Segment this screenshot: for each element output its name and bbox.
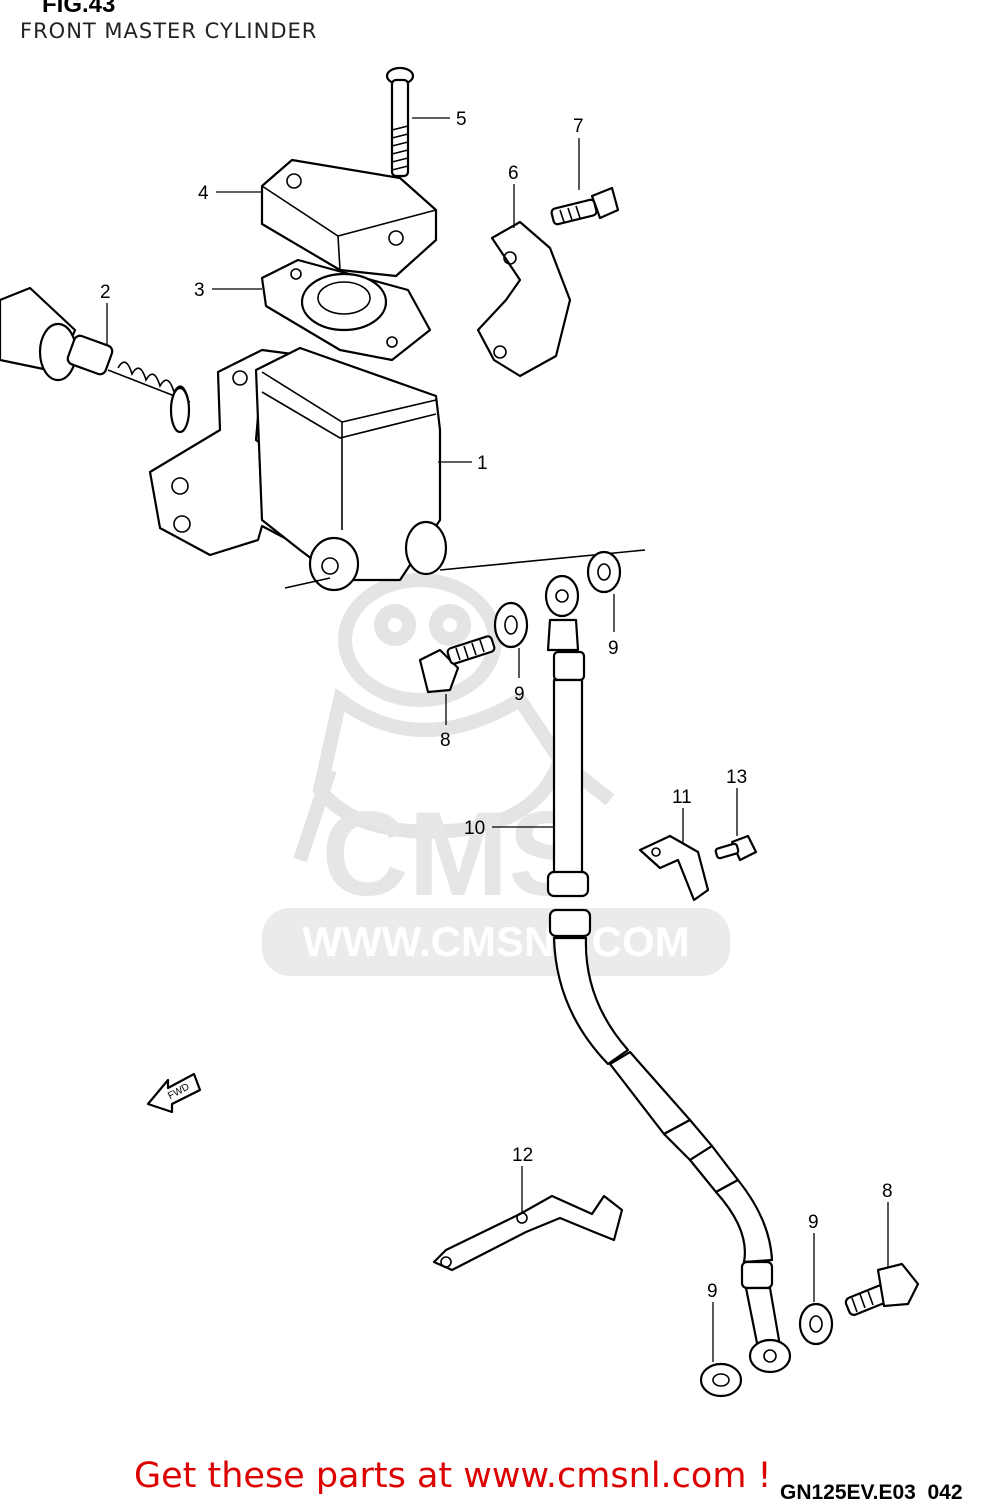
callout-9-lower-b: 9 [808, 1212, 819, 1233]
part-11-clamp [638, 834, 710, 902]
washer-lower-a [699, 1362, 743, 1398]
part-7-bolt [550, 186, 620, 226]
part-13-bolt [714, 834, 758, 862]
watermark-url-banner [262, 908, 730, 976]
callout-9-upper-b: 9 [608, 638, 619, 659]
callout-9-upper-a: 9 [514, 684, 525, 705]
callout-4: 4 [198, 183, 209, 204]
part-8-bolt-upper [418, 635, 496, 694]
forward-arrow-icon: FWD [146, 1072, 202, 1114]
callout-9-lower-a: 9 [707, 1281, 718, 1302]
promo-link[interactable]: Get these parts at www.cmsnl.com ! [134, 1456, 772, 1496]
watermark-url: WWW.CMSNL.COM [302, 918, 689, 965]
callout-10: 10 [464, 818, 485, 839]
watermark: CMS WWW.CMSNL.COM [262, 573, 730, 976]
washer-upper-a [493, 601, 529, 649]
model-code: GN125EV.E03_042 [780, 1481, 963, 1500]
callout-2: 2 [100, 282, 111, 303]
callout-12: 12 [512, 1145, 533, 1166]
callout-6: 6 [508, 163, 519, 184]
part-5-screw [385, 66, 415, 178]
part-12-guide [432, 1194, 624, 1272]
callout-8-lower: 8 [882, 1181, 893, 1202]
figure-subtitle: FRONT MASTER CYLINDER [20, 19, 317, 43]
part-2-piston [0, 286, 191, 434]
callouts: 1 2 3 4 5 6 7 8 9 9 10 11 13 12 8 9 9 [100, 109, 893, 1302]
part-10-hose [544, 574, 792, 1374]
part-3-diaphragm [260, 258, 432, 362]
washer-upper-b [586, 550, 622, 594]
part-4-cap [260, 158, 438, 278]
part-8-bolt-lower [844, 1262, 920, 1316]
callout-3: 3 [194, 280, 205, 301]
callout-13: 13 [726, 767, 747, 788]
washer-lower-b [798, 1302, 834, 1346]
watermark-brand: CMS [322, 787, 589, 921]
part-1-body [148, 346, 646, 592]
callout-11: 11 [672, 787, 692, 808]
callout-7: 7 [573, 116, 584, 137]
callout-8-upper: 8 [440, 730, 451, 751]
leader-lines [106, 117, 889, 1362]
callout-5: 5 [456, 109, 467, 130]
figure-title: FIG.43 [42, 0, 115, 18]
callout-1: 1 [477, 453, 488, 474]
part-6-holder [476, 220, 572, 378]
